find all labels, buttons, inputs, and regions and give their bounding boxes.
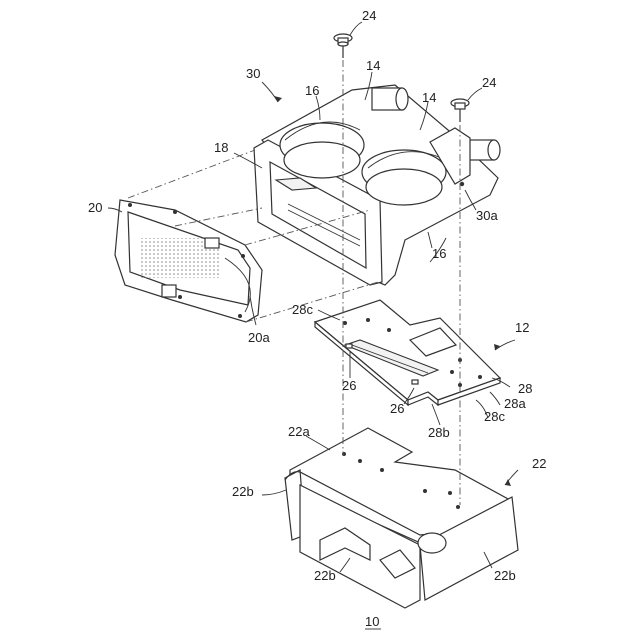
screw-right — [451, 99, 469, 122]
screw-left — [334, 34, 352, 58]
label-26-b: 26 — [390, 401, 404, 416]
label-22b-left: 22b — [232, 484, 254, 499]
label-24-top: 24 — [362, 8, 376, 23]
label-20: 20 — [88, 200, 102, 215]
label-28a: 28a — [504, 396, 526, 411]
label-30a: 30a — [476, 208, 498, 223]
label-18: 18 — [214, 140, 228, 155]
label-28c-bottom: 28c — [484, 409, 505, 424]
label-22b-right: 22b — [494, 568, 516, 583]
label-14-right: 14 — [422, 90, 436, 105]
label-12: 12 — [515, 320, 529, 335]
label-22: 22 — [532, 456, 546, 471]
label-20a: 20a — [248, 330, 270, 345]
lens-20 — [115, 200, 262, 322]
label-22a: 22a — [288, 424, 310, 439]
figure-number: 10 — [365, 614, 379, 629]
label-16-left: 16 — [305, 83, 319, 98]
label-24-right: 24 — [482, 75, 496, 90]
housing-30 — [254, 85, 500, 285]
label-26-a: 26 — [342, 378, 356, 393]
label-22b-bottom: 22b — [314, 568, 336, 583]
label-16-right: 16 — [432, 246, 446, 261]
label-28c-top: 28c — [292, 302, 313, 317]
label-14-left: 14 — [366, 58, 380, 73]
label-30: 30 — [246, 66, 260, 81]
label-28b: 28b — [428, 425, 450, 440]
label-28: 28 — [518, 381, 532, 396]
